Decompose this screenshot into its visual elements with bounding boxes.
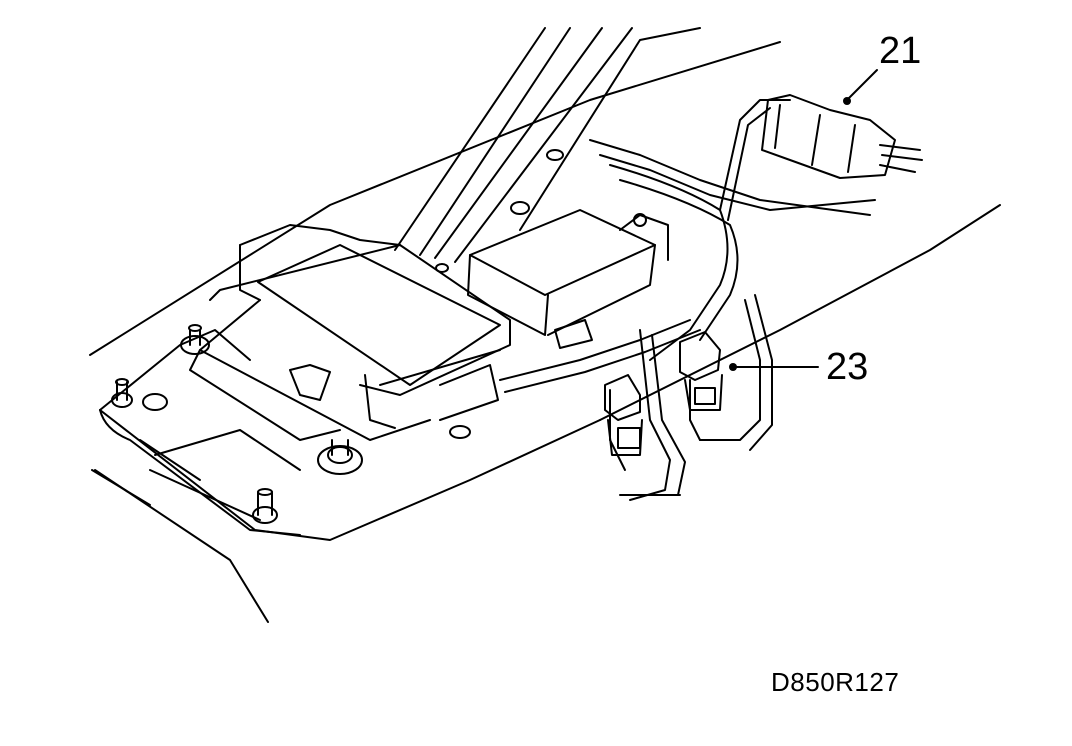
- wiring-harness: [500, 100, 875, 500]
- bolt-icon: [253, 489, 277, 523]
- multi-pin-connector: [762, 95, 922, 178]
- small-connector-left: [605, 375, 642, 455]
- control-module: [190, 225, 510, 440]
- callout-label-23: 23: [826, 346, 869, 388]
- leader-line-21: [843, 70, 877, 105]
- tunnel-bracket: [395, 28, 700, 272]
- small-connector-right: [680, 332, 722, 410]
- callout-label-21: 21: [879, 30, 922, 72]
- figure-code: D850R127: [771, 667, 900, 697]
- connector-box: [468, 210, 668, 348]
- bolt-icon: [112, 379, 132, 407]
- bolt-icon: [181, 325, 209, 354]
- leader-line-23: [729, 363, 818, 371]
- mounting-plate: [100, 330, 470, 535]
- nut-icon: [318, 440, 362, 474]
